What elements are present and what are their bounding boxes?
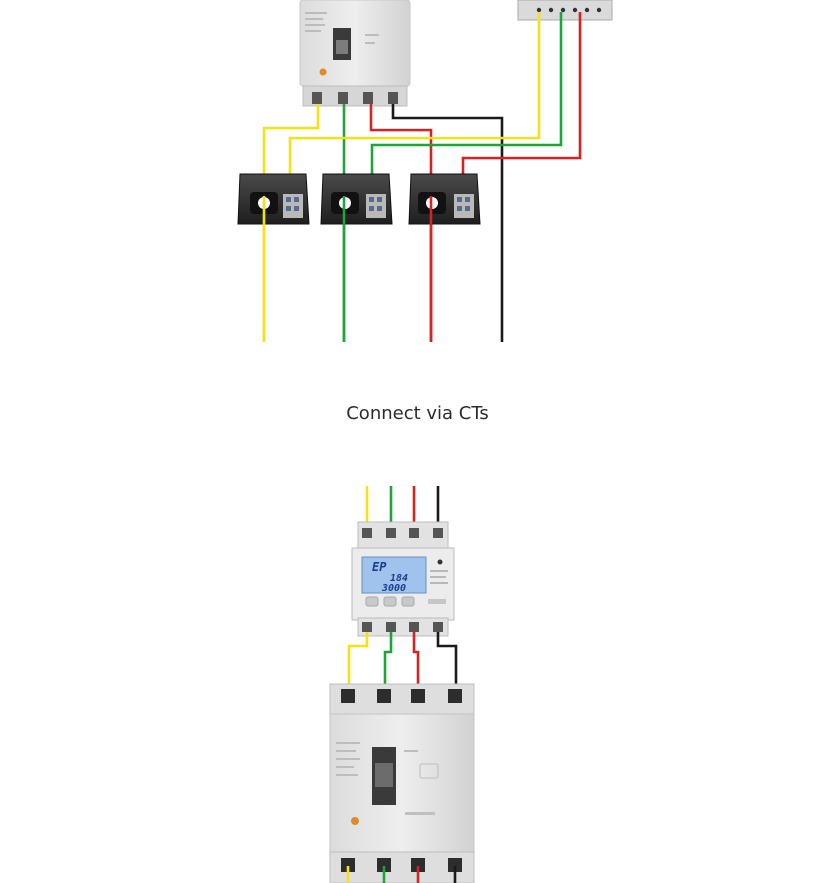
wire-n-meter-breaker <box>436 632 458 694</box>
current-transformer-2-icon <box>320 173 393 225</box>
current-transformer-3-icon <box>408 173 481 225</box>
lcd-line-3: 3000 <box>381 583 406 594</box>
bottom-circuit-breaker-icon <box>329 683 475 883</box>
wire-ct1-lead <box>288 12 541 178</box>
energy-meter-icon <box>351 521 455 637</box>
diagram-caption: Connect via CTs <box>346 403 489 424</box>
wire-l3-meter-breaker <box>412 632 420 694</box>
lcd-line-2: 184 <box>390 573 408 584</box>
wire-neutral-main <box>391 104 504 342</box>
wire-ct3-lead <box>461 12 582 178</box>
current-transformer-1-icon <box>237 173 310 225</box>
wire-ct2-lead <box>370 12 563 178</box>
meter-terminal-block-icon <box>517 0 613 21</box>
lcd-line-1: EP <box>372 560 387 574</box>
top-circuit-breaker-icon <box>299 0 411 107</box>
wire-l2-meter-breaker <box>383 632 393 694</box>
wire-l1-meter-breaker <box>347 632 369 694</box>
